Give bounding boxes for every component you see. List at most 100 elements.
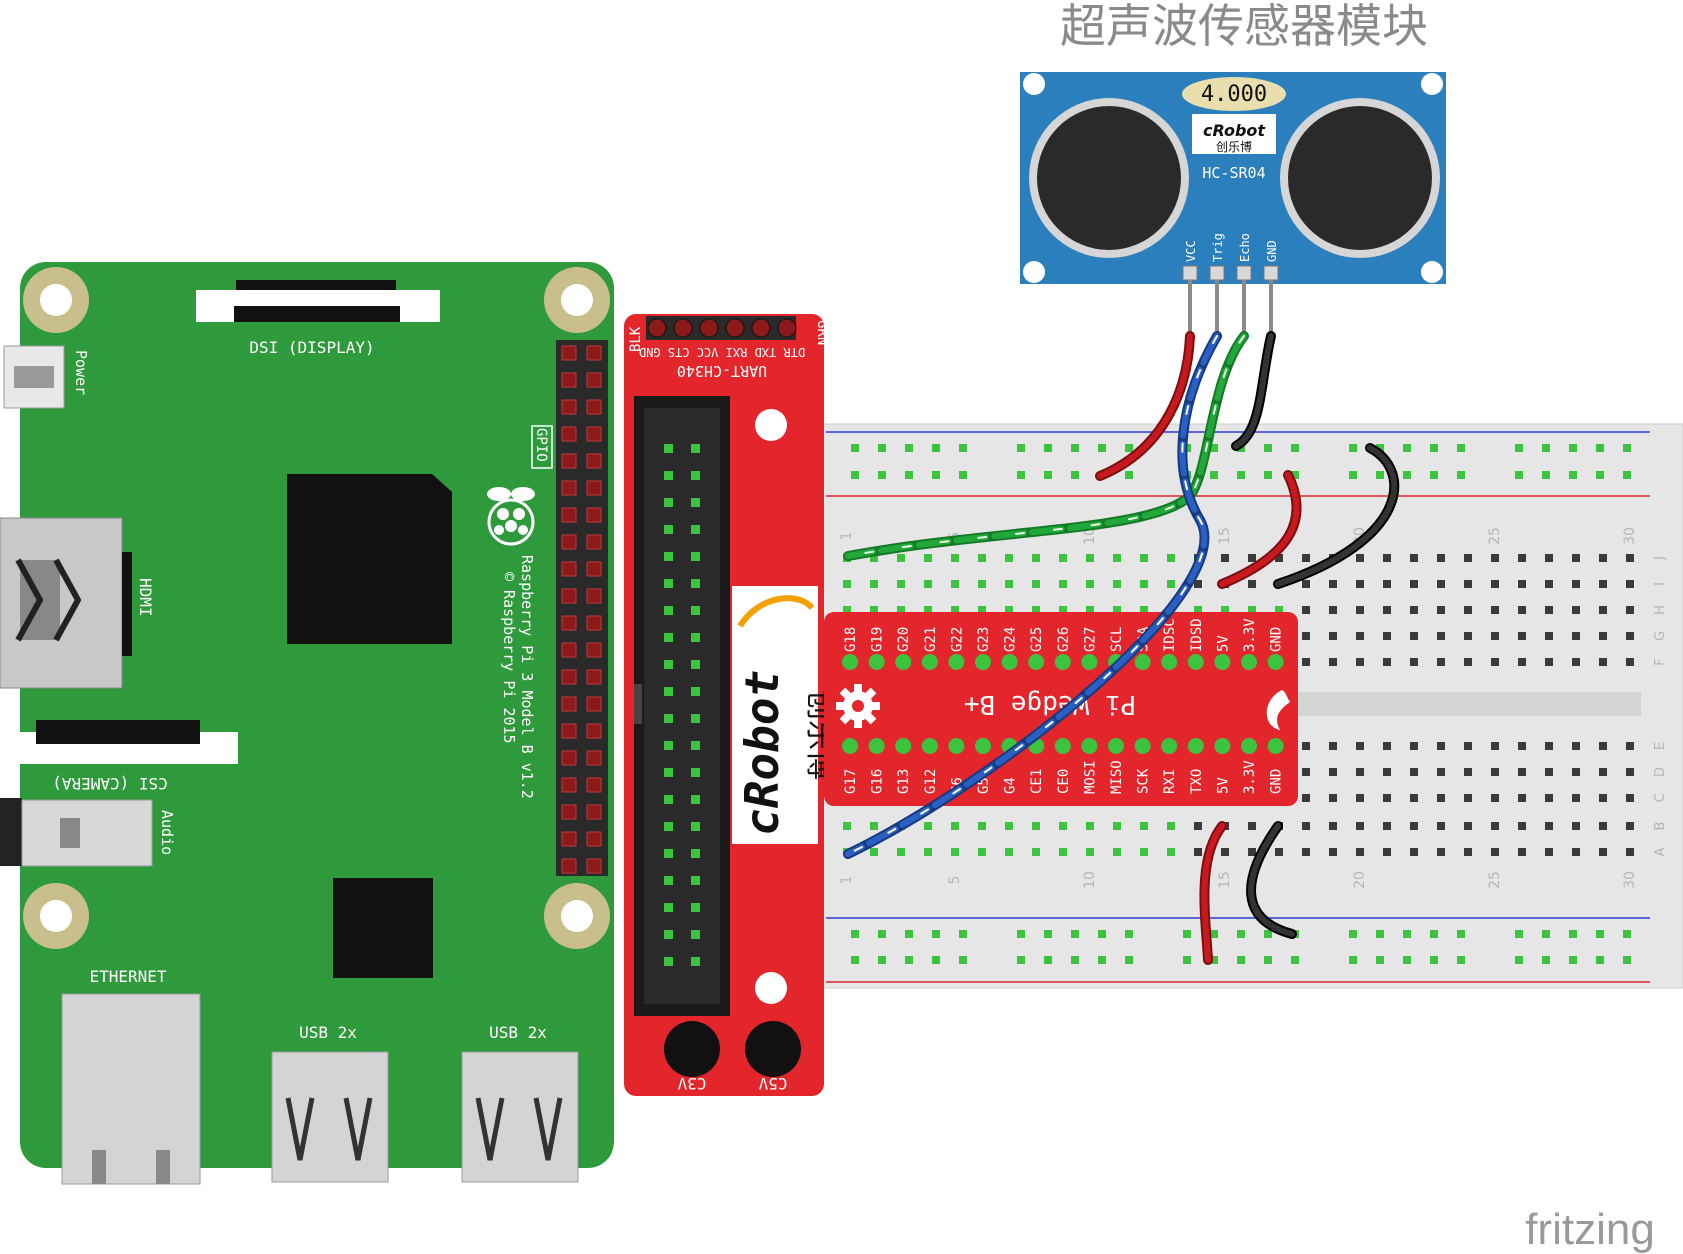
gpio-pin [561, 372, 577, 388]
rail-hole [1430, 444, 1438, 452]
rail-hole [1569, 471, 1577, 479]
wedge-pad [1028, 654, 1045, 670]
breadboard-hole [1059, 580, 1067, 588]
breadboard-hole [1599, 580, 1607, 588]
breadboard-hole [1383, 554, 1391, 562]
rail-hole [959, 930, 967, 938]
uart-ch340-board: BLK GRN DTR TXD RXI VCC CTS GND UART-CH3… [624, 314, 837, 1096]
rail-hole [1403, 444, 1411, 452]
breadboard-hole [1140, 606, 1148, 614]
breadboard-hole [1410, 848, 1418, 856]
ribbon-pin [691, 957, 700, 966]
wedge-pad [1081, 654, 1098, 670]
gpio-pin [561, 804, 577, 820]
breadboard-hole [1005, 580, 1013, 588]
ribbon-pin [691, 633, 700, 642]
wedge-pad [842, 654, 858, 670]
ribbon-pin [691, 930, 700, 939]
wedge-pad [1108, 738, 1124, 754]
row-letter: C [1653, 793, 1668, 802]
breadboard-hole [1437, 632, 1445, 640]
rail-hole [1623, 956, 1631, 964]
breadboard-hole [1572, 822, 1580, 830]
ribbon-pin [691, 903, 700, 912]
column-number: 30 [1622, 527, 1638, 545]
rail-hole [1376, 444, 1384, 452]
rail-hole [1542, 444, 1550, 452]
wedge-bottom-pin-label: G12 [923, 769, 939, 794]
rail-hole [1542, 471, 1550, 479]
breadboard-hole [1383, 632, 1391, 640]
rail-hole [1596, 444, 1604, 452]
breadboard-hole [1221, 606, 1229, 614]
breadboard-hole [1356, 742, 1364, 750]
breadboard-hole [1356, 658, 1364, 666]
column-number: 15 [1217, 871, 1233, 889]
breadboard-hole [1491, 768, 1499, 776]
rail-hole [905, 930, 913, 938]
wedge-title: Pi Wedge B+ [964, 689, 1136, 719]
breadboard-hole [1518, 580, 1526, 588]
breadboard-hole [951, 606, 959, 614]
row-letter: I [1653, 582, 1668, 586]
model-line2: © Raspberry Pi 2015 [500, 572, 518, 744]
wedge-pad [868, 654, 885, 670]
transducer-left [1029, 98, 1189, 258]
breadboard-hole [1518, 658, 1526, 666]
rail-hole [878, 956, 886, 964]
rail-hole [1349, 956, 1357, 964]
sensor-brand-cn: 创乐博 [1216, 139, 1252, 154]
ribbon-pin [664, 822, 673, 831]
breadboard-hole [1329, 742, 1337, 750]
rail-hole [932, 956, 940, 964]
wedge-bottom-pin-label: 3.3V [1242, 760, 1258, 794]
breadboard-hole [1626, 768, 1634, 776]
row-letter: A [1653, 847, 1668, 856]
rail-hole [1430, 930, 1438, 938]
breadboard-hole [1437, 742, 1445, 750]
breadboard-hole [1545, 794, 1553, 802]
rail-hole [959, 471, 967, 479]
breadboard-hole [897, 580, 905, 588]
gpio-pin [586, 534, 602, 550]
rail-hole [1349, 444, 1357, 452]
breadboard-hole [1491, 632, 1499, 640]
rail-hole [1017, 930, 1025, 938]
breadboard-hole [1302, 742, 1310, 750]
ribbon-pin [664, 687, 673, 696]
column-number: 20 [1352, 871, 1368, 889]
breadboard-hole [1302, 580, 1310, 588]
sensor-brand-badge [1192, 114, 1276, 154]
breadboard-hole [1464, 768, 1472, 776]
sensor-pin [1263, 265, 1279, 281]
breadboard-hole [897, 554, 905, 562]
breadboard-hole [1140, 554, 1148, 562]
breadboard-hole [1599, 848, 1607, 856]
breadboard-hole [1248, 822, 1256, 830]
breadboard-hole [1248, 606, 1256, 614]
rail-hole [1376, 471, 1384, 479]
breadboard-hole [1383, 848, 1391, 856]
breadboard-hole [1491, 658, 1499, 666]
ribbon-pin [664, 606, 673, 615]
breadboard-hole [1572, 580, 1580, 588]
breadboard-hole [1140, 848, 1148, 856]
wedge-pad [1241, 654, 1257, 670]
wedge-bottom-pin-label: G16 [870, 769, 886, 794]
breadboard-hole [1275, 554, 1283, 562]
rail-hole [1071, 956, 1079, 964]
breadboard-hole [1572, 658, 1580, 666]
ribbon-pin [691, 687, 700, 696]
c5v-label: C5V [758, 1074, 787, 1093]
breadboard-hole [1329, 848, 1337, 856]
breadboard-hole [1572, 632, 1580, 640]
wedge-top-pin-label: IDSD [1189, 618, 1205, 652]
breadboard-hole [1248, 848, 1256, 856]
rail-hole [1183, 956, 1191, 964]
sensor-pin-label: GND [1265, 240, 1279, 262]
wedge-bottom-pin-label: MOSI [1082, 760, 1098, 794]
gpio-pin [561, 426, 577, 442]
wedge-top-pin-label: G21 [923, 627, 939, 652]
